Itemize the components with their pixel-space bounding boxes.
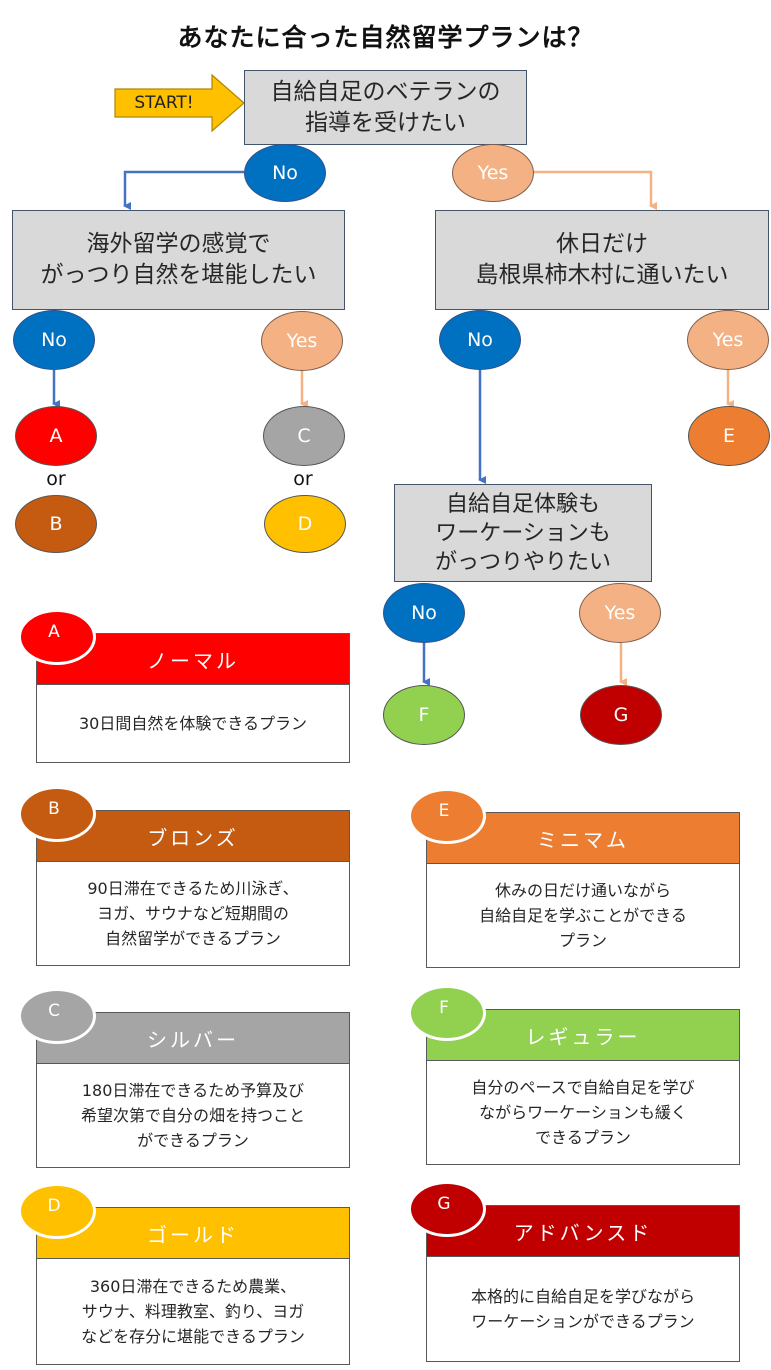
result-A: A xyxy=(15,406,97,466)
plan-badge: C xyxy=(18,988,96,1044)
result-D: D xyxy=(264,495,346,553)
plan-badge: A xyxy=(18,609,96,665)
answer-no-q3: No xyxy=(439,310,521,370)
plan-badge: E xyxy=(408,788,486,844)
answer-yes-q3: Yes xyxy=(687,310,769,370)
start-arrow-shape xyxy=(114,73,245,133)
plan-description: 180日滞在できるため予算及び 希望次第で自分の畑を持つこと ができるプラン xyxy=(36,1064,350,1168)
plan-badge: G xyxy=(408,1181,486,1237)
question-weekends-only: 休日だけ 島根県柿木村に通いたい xyxy=(435,210,769,310)
plan-description: 本格的に自給自足を学びながら ワーケーションができるプラン xyxy=(426,1257,740,1362)
plan-badge: B xyxy=(18,786,96,842)
plan-description: 30日間自然を体験できるプラン xyxy=(36,685,350,763)
plan-name: レギュラー xyxy=(426,1009,740,1061)
answer-no-q2: No xyxy=(13,310,95,370)
page-title: あなたに合った自然留学プランは？ xyxy=(177,23,594,52)
result-G: G xyxy=(580,685,662,745)
or-label-cd: or xyxy=(293,468,313,490)
start-arrow: START! xyxy=(134,93,194,113)
question-veteran-guidance: 自給自足のベテランの 指導を受けたい xyxy=(244,70,527,145)
answer-yes-q1: Yes xyxy=(452,144,534,202)
answer-yes-q4: Yes xyxy=(579,583,661,643)
plan-description: 自分のペースで自給自足を学び ながらワーケーションも緩く できるプラン xyxy=(426,1061,740,1165)
plan-description: 360日滞在できるため農業、 サウナ、料理教室、釣り、ヨガ などを存分に堪能でき… xyxy=(36,1259,350,1365)
answer-no-q1: No xyxy=(244,144,326,202)
question-overseas-study-feel: 海外留学の感覚で がっつり自然を堪能したい xyxy=(12,210,345,310)
plan-badge: F xyxy=(408,985,486,1041)
plan-description: 90日滞在できるため川泳ぎ、 ヨガ、サウナなど短期間の 自然留学ができるプラン xyxy=(36,862,350,966)
or-label-ab: or xyxy=(46,468,66,490)
question-full-selfsufficiency-workation: 自給自足体験も ワーケーションも がっつりやりたい xyxy=(394,484,652,582)
result-B: B xyxy=(15,495,97,553)
connector-q1-yes xyxy=(532,170,657,210)
result-E: E xyxy=(688,406,770,466)
result-C: C xyxy=(263,406,345,466)
plan-description: 休みの日だけ通いながら 自給自足を学ぶことができる プラン xyxy=(426,864,740,968)
plan-badge: D xyxy=(18,1183,96,1239)
answer-yes-q2: Yes xyxy=(261,311,343,371)
result-F: F xyxy=(383,685,465,745)
answer-no-q4: No xyxy=(383,583,465,643)
connector-q1-no xyxy=(123,170,244,210)
